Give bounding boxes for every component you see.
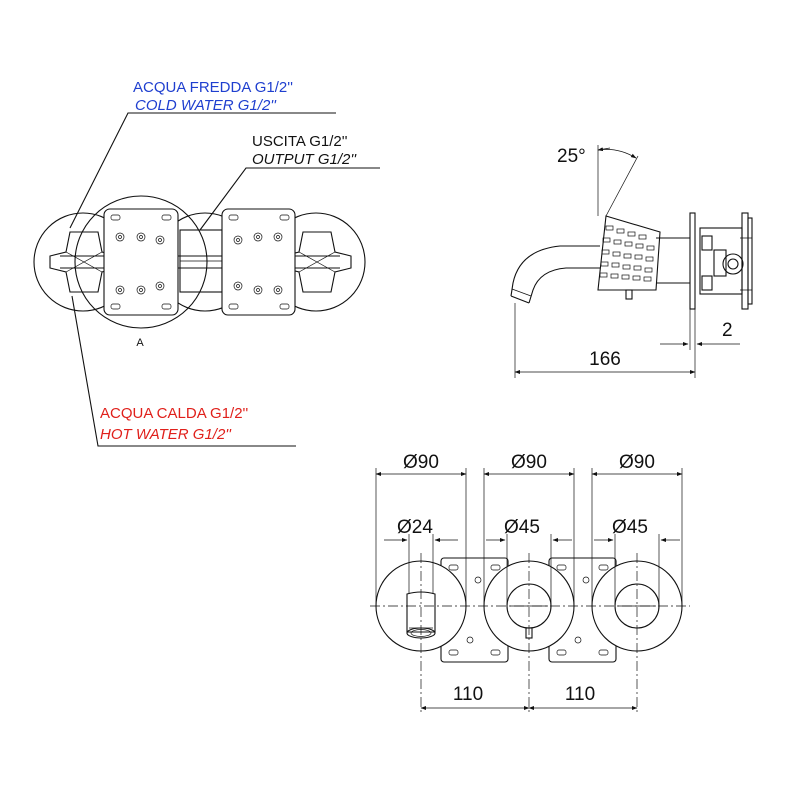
angle-dimension: 25° bbox=[557, 146, 586, 167]
rose-diameter-2: Ø90 bbox=[511, 452, 547, 473]
top-view: A bbox=[33, 195, 366, 349]
side-view: 25° 166 2 bbox=[510, 145, 753, 378]
spacing-dimension-2: 110 bbox=[565, 684, 595, 705]
length-dimension: 166 bbox=[589, 349, 621, 370]
cold-water-label-it: ACQUA FREDDA G1/2'' bbox=[133, 79, 293, 96]
cold-water-label-en: COLD WATER G1/2'' bbox=[135, 97, 277, 114]
hot-water-label-en: HOT WATER G1/2'' bbox=[100, 426, 232, 443]
handle-diameter-1: Ø45 bbox=[504, 517, 540, 538]
rose-diameter-1: Ø90 bbox=[403, 452, 439, 473]
front-view: Ø90 Ø90 Ø90 Ø24 Ø45 Ø45 110 110 bbox=[370, 452, 690, 715]
rose-diameter-3: Ø90 bbox=[619, 452, 655, 473]
wall-dimension: 2 bbox=[722, 320, 733, 341]
output-label-en: OUTPUT G1/2'' bbox=[252, 151, 357, 168]
port-labels: ACQUA FREDDA G1/2'' COLD WATER G1/2'' US… bbox=[69, 79, 380, 447]
handle-diameter-2: Ø45 bbox=[612, 517, 648, 538]
hot-water-label-it: ACQUA CALDA G1/2'' bbox=[100, 405, 248, 422]
spacing-dimension-1: 110 bbox=[453, 684, 483, 705]
output-label-it: USCITA G1/2'' bbox=[252, 133, 348, 150]
spout-diameter: Ø24 bbox=[397, 517, 433, 538]
view-label-a: A bbox=[136, 337, 144, 349]
